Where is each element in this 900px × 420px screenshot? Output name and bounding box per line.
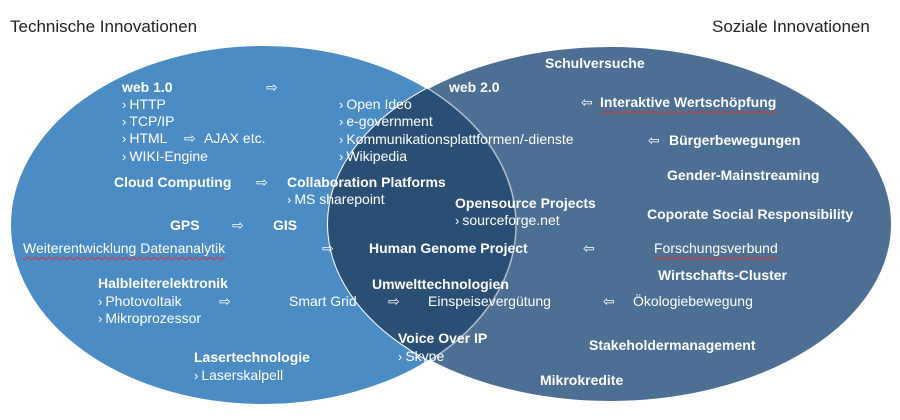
right-arrow-icon: ⇨: [266, 79, 278, 95]
forschungsverbund: Forschungsverbund: [654, 240, 778, 256]
halbleiter-heading: Halbleiterelektronik: [98, 275, 228, 291]
halbleiter-item: Photovoltaik: [98, 293, 181, 310]
web10-item: HTML: [122, 130, 167, 147]
laser-item: Laserskalpell: [194, 367, 283, 384]
left-arrow-icon: ⇦: [581, 94, 593, 110]
title-technische: Technische Innovationen: [10, 17, 198, 36]
schulversuche: Schulversuche: [545, 55, 645, 71]
datenanalytik: Weiterentwicklung Datenanalytik: [23, 240, 226, 256]
interaktive-wertschoepfung: Interaktive Wertschöpfung: [600, 94, 777, 110]
right-arrow-icon: ⇨: [232, 217, 244, 233]
web10-item: WIKI-Engine: [122, 148, 208, 165]
buergerbewegungen: Bürgerbewegungen: [669, 132, 801, 148]
web10-item: AJAX etc.: [204, 130, 266, 146]
left-arrow-icon: ⇦: [648, 132, 660, 148]
halbleiter-item: Mikroprozessor: [98, 310, 201, 327]
opensource-item: sourceforge.net: [455, 212, 559, 229]
wirtschafts-cluster: Wirtschafts-Cluster: [658, 267, 788, 283]
umwelt-heading: Umwelttechnologien: [372, 276, 509, 292]
smart-grid: Smart Grid: [289, 293, 357, 309]
right-arrow-icon: ⇨: [256, 174, 268, 190]
right-arrow-icon: ⇨: [388, 293, 400, 309]
oekologiebewegung: Ökologiebewegung: [633, 293, 753, 309]
web10-item: TCP/IP: [122, 113, 174, 130]
opensource-heading: Opensource Projects: [455, 195, 596, 211]
mikrokredite: Mikrokredite: [540, 372, 624, 388]
voip-item: Skype: [398, 348, 444, 365]
voip-heading: Voice Over IP: [398, 330, 488, 346]
gis: GIS: [273, 217, 298, 233]
web20-item: Open Ideo: [339, 96, 411, 113]
laser-heading: Lasertechnologie: [194, 349, 310, 365]
right-arrow-icon: ⇨: [184, 130, 196, 146]
right-arrow-icon: ⇨: [322, 240, 334, 256]
web20-item: Wikipedia: [339, 148, 407, 165]
gender-mainstreaming: Gender-Mainstreaming: [667, 167, 820, 183]
collab-item: MS sharepoint: [287, 191, 384, 208]
gps: GPS: [170, 217, 200, 233]
collab-heading: Collaboration Platforms: [287, 174, 446, 190]
title-soziale: Soziale Innovationen: [712, 17, 870, 36]
web20-item: Kommunikationsplattformen/-dienste: [339, 131, 573, 148]
web20-heading: web 2.0: [449, 79, 500, 95]
left-arrow-icon: ⇦: [583, 240, 595, 256]
web10-item: HTTP: [122, 96, 166, 113]
einspeiseverguetung: Einspeisevergütung: [428, 293, 551, 309]
genome: Human Genome Project: [369, 240, 528, 256]
cloud-computing: Cloud Computing: [114, 174, 232, 190]
right-arrow-icon: ⇨: [219, 293, 231, 309]
csr: Coporate Social Responsibility: [647, 206, 854, 222]
web10-heading: web 1.0: [122, 79, 173, 95]
stakeholdermanagement: Stakeholdermanagement: [589, 337, 756, 353]
web20-item: e-government: [339, 113, 432, 130]
left-arrow-icon: ⇦: [603, 293, 615, 309]
